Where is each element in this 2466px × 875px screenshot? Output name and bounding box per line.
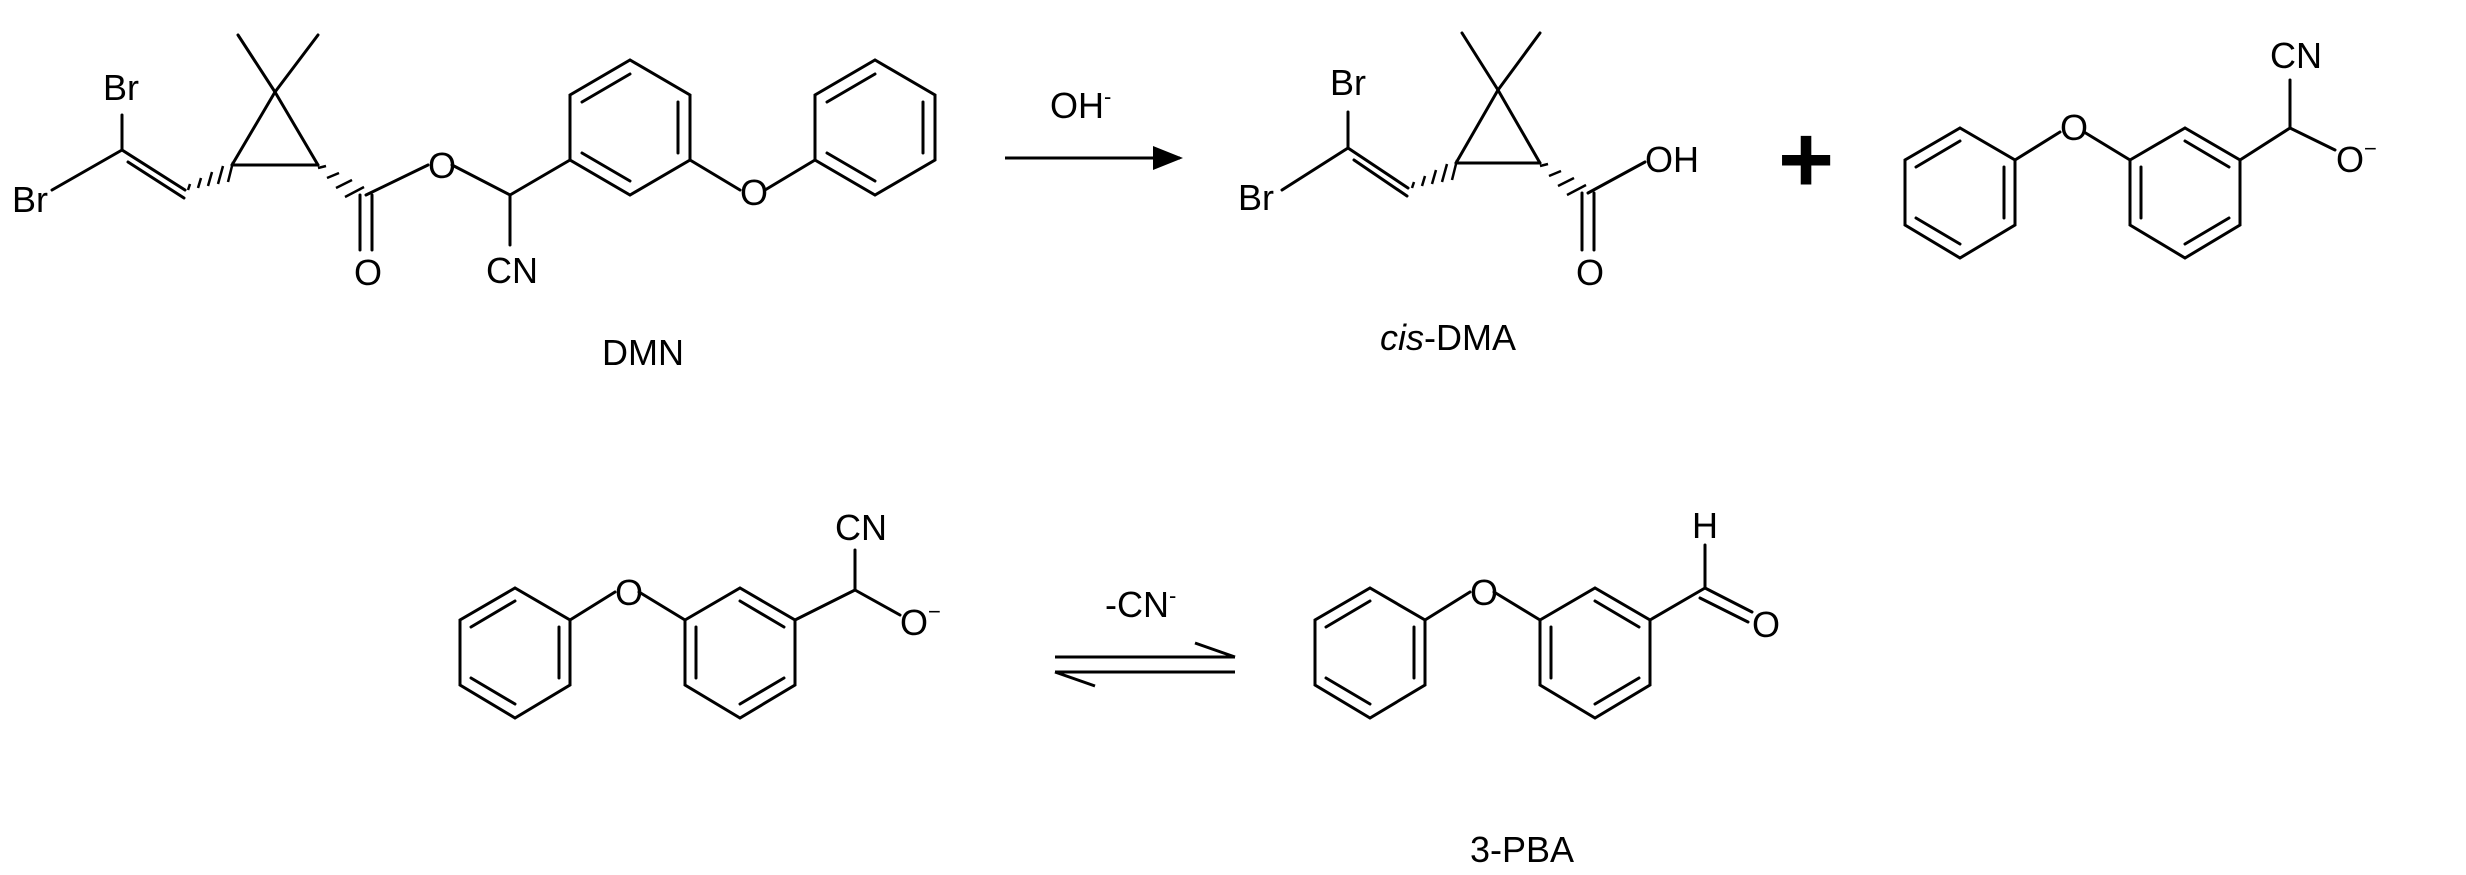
hashed-wedge-bond bbox=[1410, 159, 1459, 189]
hashed-wedge-bond bbox=[1539, 162, 1587, 197]
atom-o: O bbox=[2060, 107, 2088, 148]
cis-dma-structure bbox=[1280, 31, 1647, 252]
reagent-label: OH- bbox=[1050, 84, 1111, 126]
atom-br: Br bbox=[1330, 62, 1366, 103]
atom-br: Br bbox=[1238, 177, 1274, 218]
atom-br: Br bbox=[12, 179, 48, 220]
atom-cn: CN bbox=[2270, 35, 2322, 76]
atom-cn: CN bbox=[835, 507, 887, 548]
atom-o-minus: O− bbox=[2336, 136, 2377, 180]
cyanohydrin-anion-structure bbox=[1903, 78, 2337, 260]
dmn-structure bbox=[50, 33, 937, 252]
atom-oh: OH bbox=[1645, 139, 1699, 180]
atom-o: O bbox=[1576, 252, 1604, 293]
3-pba-structure bbox=[1313, 543, 1754, 720]
atom-o: O bbox=[615, 572, 643, 613]
atom-o: O bbox=[428, 145, 456, 186]
atom-cn: CN bbox=[486, 250, 538, 291]
equilibrium-label: -CN- bbox=[1105, 583, 1176, 625]
caption-3-pba: 3-PBA bbox=[1470, 829, 1574, 870]
equilibrium-arrows bbox=[1054, 641, 1236, 688]
caption-cis-dma: cis-DMA bbox=[1380, 317, 1516, 358]
atom-o: O bbox=[740, 172, 768, 213]
atom-o-minus: O− bbox=[900, 599, 941, 643]
atom-br: Br bbox=[103, 67, 139, 108]
hashed-wedge-bond bbox=[186, 161, 235, 191]
atom-o: O bbox=[354, 252, 382, 293]
hashed-wedge-bond bbox=[317, 164, 365, 199]
atom-o: O bbox=[1470, 572, 1498, 613]
plus-sign: + bbox=[1778, 106, 1834, 213]
atom-h: H bbox=[1692, 505, 1718, 546]
atom-o: O bbox=[1752, 604, 1780, 645]
cyanohydrin-anion-structure-2 bbox=[458, 548, 902, 720]
caption-dmn: DMN bbox=[602, 332, 684, 373]
